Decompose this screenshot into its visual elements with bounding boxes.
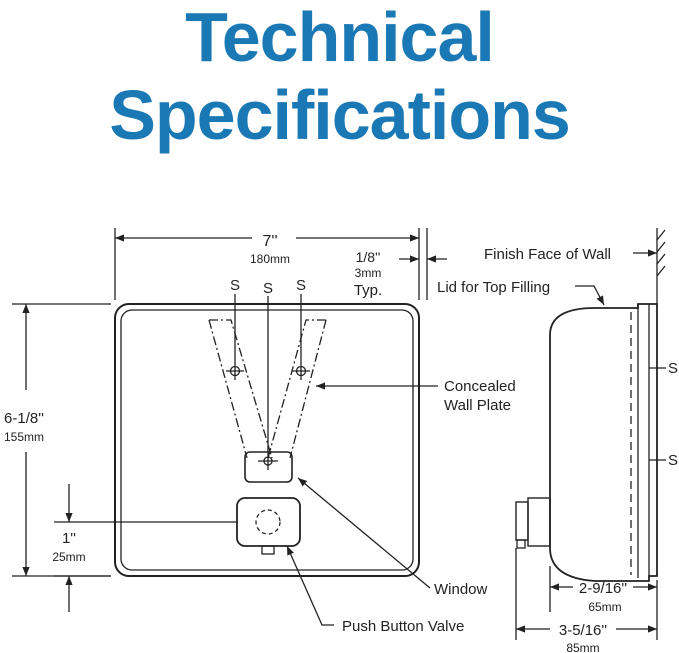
height-mm-label: 155mm (4, 430, 44, 444)
screw-label-right: S (296, 277, 306, 294)
window-label: Window (434, 581, 488, 598)
height-in-label: 6-1/8'' (4, 410, 44, 427)
concealed-label-1: Concealed (444, 378, 516, 395)
concealed-label-2: Wall Plate (444, 397, 511, 414)
valve-in-label: 1'' (62, 530, 76, 547)
offset-dimension (399, 228, 447, 300)
depth-dimension-1 (549, 566, 658, 640)
side-screw-label-1: S (668, 360, 678, 377)
push-button-label: Push Button Valve (342, 618, 464, 635)
depth2-mm-label: 85mm (566, 641, 599, 653)
lid-leader (575, 285, 605, 306)
offset-note-label: Typ. (354, 282, 382, 299)
offset-mm-label: 3mm (355, 266, 382, 280)
width-mm-label: 180mm (250, 252, 290, 266)
wall-line (633, 228, 666, 304)
push-button-valve-shape (236, 497, 301, 555)
concealed-wall-plate (208, 319, 327, 459)
push-button-leader (286, 545, 334, 626)
depth2-in-label: 3-5/16'' (559, 622, 607, 639)
title-line-2: Specifications (109, 76, 571, 154)
valve-dimension (54, 484, 237, 612)
valve-mm-label: 25mm (52, 550, 85, 564)
screw-label-center: S (263, 280, 273, 297)
lid-label: Lid for Top Filling (437, 279, 550, 296)
depth-dimension-2 (515, 548, 657, 640)
screw-label-left: S (230, 277, 240, 294)
screw-center-lines (226, 294, 310, 470)
depth1-mm-label: 65mm (588, 600, 621, 614)
depth1-in-label: 2-9/16'' (579, 580, 627, 597)
window-leader (297, 477, 431, 589)
width-dimension (114, 228, 420, 300)
offset-in-label: 1/8'' (356, 249, 381, 265)
title-line-1: Technical (185, 0, 495, 76)
side-dispenser-body (515, 303, 658, 582)
front-dispenser-body (114, 303, 420, 577)
width-in-label: 7'' (262, 233, 277, 250)
finish-face-label: Finish Face of Wall (484, 246, 611, 263)
window-shape (244, 451, 293, 483)
side-screw-label-2: S (668, 452, 678, 469)
